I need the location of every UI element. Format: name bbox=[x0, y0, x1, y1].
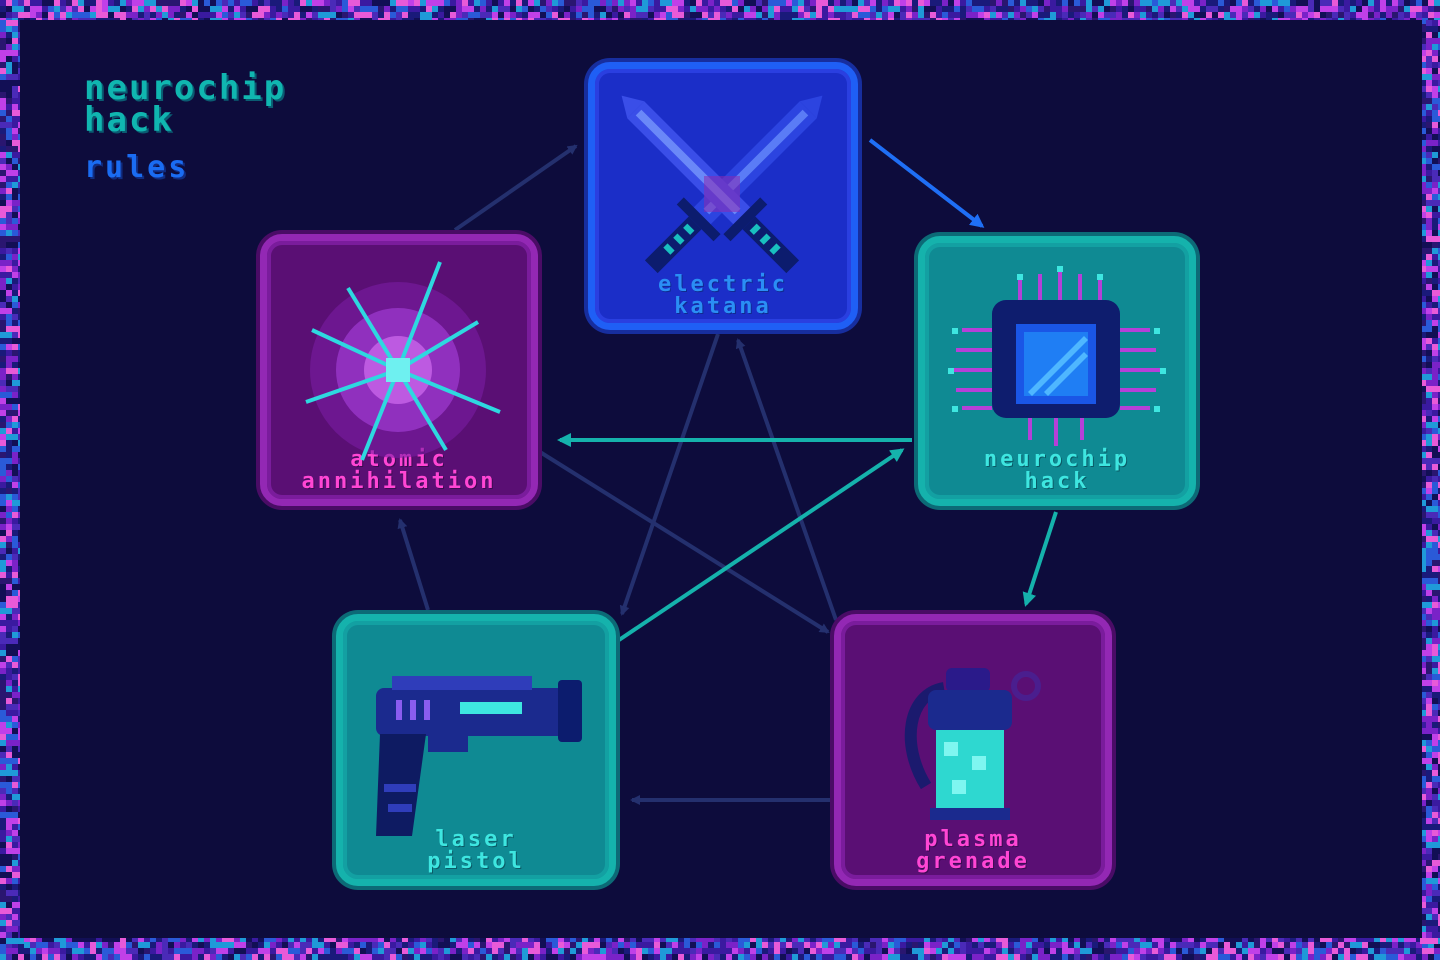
arrow-plasma-to-katana bbox=[735, 338, 838, 621]
card-label-line2: katana bbox=[674, 294, 772, 319]
arrow-laser-to-neuro bbox=[614, 448, 905, 644]
laser-pistol-icon bbox=[376, 676, 582, 836]
card-plasma-grenade[interactable]: plasma grenade bbox=[834, 614, 1112, 886]
explosion-icon bbox=[305, 261, 501, 461]
crossed-swords-icon bbox=[621, 95, 823, 274]
arrow-atomic-to-katana bbox=[453, 144, 578, 232]
card-plasma-grenade-label: plasma grenade bbox=[841, 829, 1105, 873]
arrow-atomic-to-plasma bbox=[538, 450, 830, 634]
grenade-icon bbox=[904, 668, 1041, 820]
arrow-neuro-to-plasma bbox=[1022, 511, 1058, 607]
arrow-katana-to-neuro bbox=[868, 138, 985, 228]
card-laser-pistol-label: laser pistol bbox=[343, 829, 609, 873]
card-neurochip-hack-label: neurochip hack bbox=[925, 449, 1189, 493]
card-label-line1: neurochip bbox=[983, 447, 1131, 472]
game-title: neurochip hack bbox=[84, 68, 404, 140]
card-label-line2: hack bbox=[1024, 469, 1090, 494]
arrow-katana-to-laser bbox=[619, 333, 720, 616]
game-title-line2: hack bbox=[84, 100, 174, 140]
game-title-line1: neurochip bbox=[84, 68, 287, 108]
card-label-line2: grenade bbox=[916, 849, 1030, 874]
card-label-line2: pistol bbox=[427, 849, 525, 874]
card-label-line1: electric bbox=[658, 272, 788, 297]
card-label-line2: annihilation bbox=[301, 469, 497, 494]
card-electric-katana-label: electric katana bbox=[595, 274, 851, 318]
arrow-laser-to-atomic bbox=[397, 518, 430, 611]
card-label-line1: laser bbox=[435, 827, 517, 852]
card-label-line1: plasma bbox=[924, 827, 1022, 852]
rules-subtitle: rules bbox=[84, 150, 190, 185]
microchip-icon bbox=[948, 266, 1166, 446]
